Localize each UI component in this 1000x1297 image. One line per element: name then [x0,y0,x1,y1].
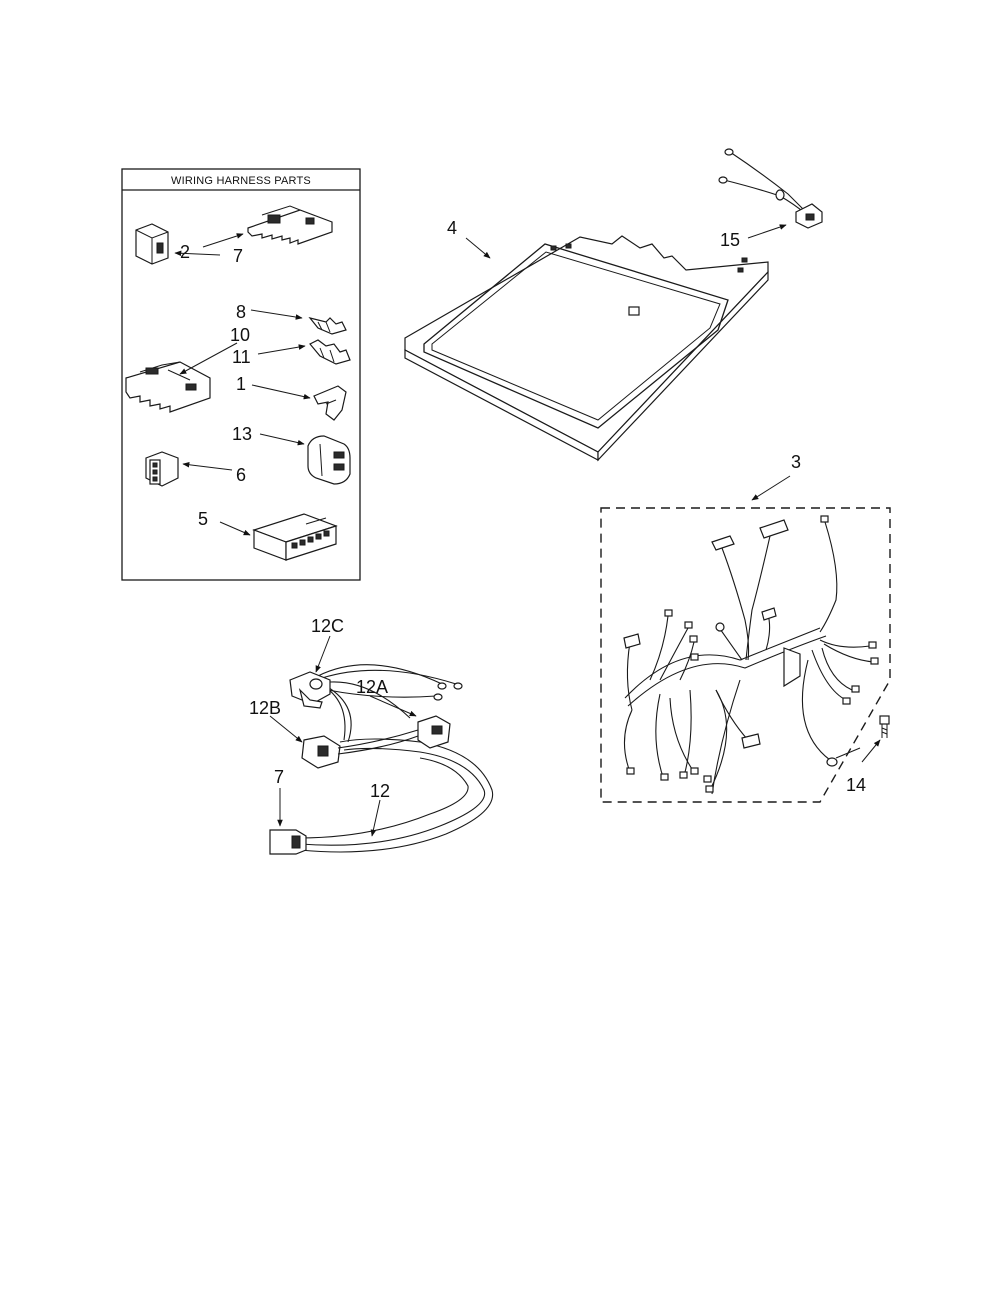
parts-panel-border [121,168,361,581]
arrow-7-box [174,250,221,257]
callout-4: 4 [447,218,457,238]
arrow-15 [747,224,787,239]
part-8-terminal [308,316,347,335]
callout-10: 10 [230,325,250,345]
arrow-13 [259,433,305,446]
parts-panel-title: WIRING HARNESS PARTS [171,175,311,187]
part-14-screw [879,715,890,738]
part-10-connector-housing [125,361,211,413]
callout-12: 12 [370,781,390,801]
part-3-main-harness [600,507,891,803]
part-11-terminal [309,339,351,365]
part-2-connector-housing [247,205,333,245]
arrow-6 [182,461,233,471]
arrow-14 [861,739,881,763]
part-6-plug [145,451,179,487]
part-15-small-harness [718,148,823,229]
callout-14: 14 [846,775,866,795]
arrow-12 [370,799,381,837]
callout-12C: 12C [311,616,344,636]
callout-6: 6 [236,465,246,485]
part-12-harness [269,664,494,855]
callout-13: 13 [232,424,252,444]
callout-5: 5 [198,509,208,529]
arrow-8 [250,309,303,320]
callout-11: 11 [232,347,251,367]
callout-12B: 12B [249,698,281,718]
callout-8: 8 [236,302,246,322]
callout-12A: 12A [356,677,388,697]
part-4-top-frame [404,235,769,462]
leader-14 [835,747,861,759]
callout-3: 3 [791,452,801,472]
arrow-11 [257,344,306,355]
callout-7-box: 7 [233,246,243,266]
part-1-clip [313,385,347,421]
wiring-harness-parts-panel: WIRING HARNESS PARTS 2 7 8 [121,168,361,581]
arrow-12A [369,695,417,717]
part-5-terminal-block [252,513,338,561]
part-7-small-connector [135,223,169,265]
callout-15: 15 [720,230,740,250]
part-13-rounded-connector [307,435,351,485]
callout-1: 1 [236,374,246,394]
callout-2: 2 [180,242,190,262]
harness-3-dashed-boundary [600,507,891,803]
arrow-5 [219,521,251,536]
arrow-2 [202,233,244,248]
callout-7-harness: 7 [274,767,284,787]
arrow-1 [251,384,311,400]
arrow-10 [179,342,238,375]
arrow-4 [465,237,491,259]
arrow-12C [315,635,331,673]
arrow-3 [751,475,791,501]
arrow-12B [269,715,303,743]
